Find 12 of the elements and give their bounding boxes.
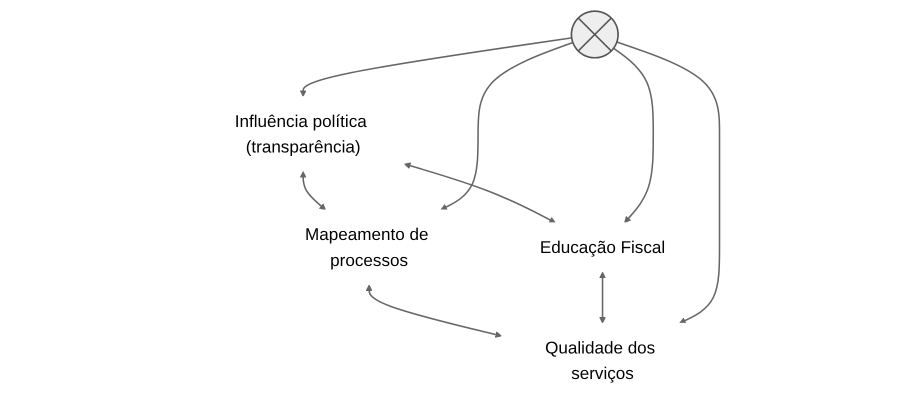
- arrow: [299, 171, 326, 210]
- node-text: Educação Fiscal: [540, 237, 665, 257]
- node-text: Mapeamento de processos: [304, 224, 428, 270]
- arrow: [616, 41, 720, 324]
- node-text: Qualidade dos serviços: [544, 338, 655, 384]
- arrow: [440, 42, 573, 210]
- arrow: [299, 37, 572, 97]
- arrow: [598, 272, 606, 324]
- node-text: Influência política (transparência): [234, 111, 366, 156]
- arrow: [365, 284, 502, 338]
- arrow: [612, 48, 654, 224]
- arrow: [404, 162, 556, 224]
